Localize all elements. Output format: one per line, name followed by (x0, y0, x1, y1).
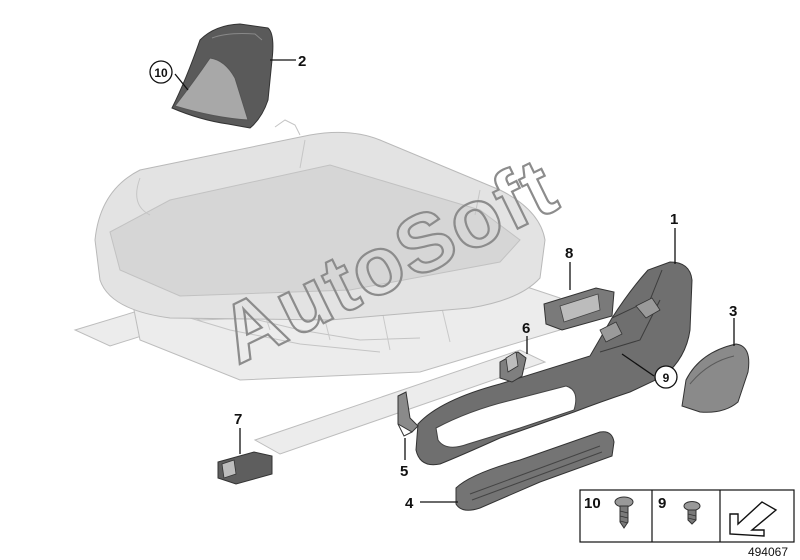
callout-10: 10 (154, 66, 168, 80)
legend-item-9-label: 9 (658, 495, 666, 512)
callout-9-circle (654, 365, 678, 389)
callout-3: 3 (729, 303, 737, 320)
part-6-clip (499, 351, 527, 383)
callouts: 2 10 1 3 8 6 9 7 5 4 (149, 53, 737, 512)
callout-4: 4 (405, 495, 414, 512)
callout-2: 2 (298, 53, 306, 70)
part-4-rail-cover (455, 431, 615, 511)
diagram-id: 494067 (748, 545, 788, 559)
callout-5: 5 (400, 463, 408, 480)
screw-9-icon (683, 501, 701, 525)
part-2-trim-cover (171, 23, 274, 129)
screw-10-icon (614, 496, 634, 529)
leader-lines (174, 59, 735, 503)
arrow-icon (729, 501, 778, 537)
callout-9: 9 (663, 371, 670, 385)
callout-8: 8 (565, 245, 573, 262)
part-1-side-trim (415, 261, 693, 466)
part-7-cap (217, 451, 273, 485)
callout-6: 6 (522, 320, 530, 337)
callout-10-circle (149, 60, 173, 84)
fastener-legend: 10 9 (579, 489, 795, 543)
callout-7: 7 (234, 411, 242, 428)
seat-frame-ghost (73, 119, 561, 455)
part-3-cover-cap (681, 343, 750, 413)
part-5-bracket (397, 391, 419, 437)
part-8-switch-bracket (543, 287, 615, 331)
legend-item-10-label: 10 (584, 495, 601, 512)
callout-1: 1 (670, 211, 678, 228)
